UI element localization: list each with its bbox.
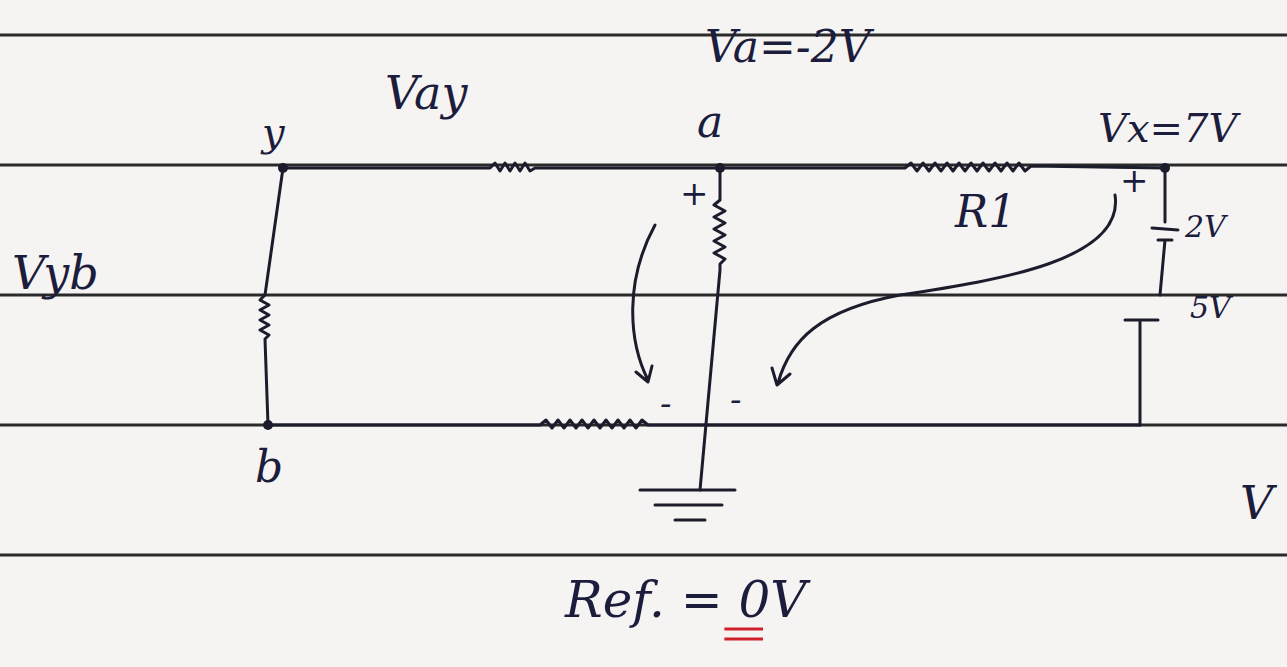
junction-dot [1160,163,1170,173]
circuit-label: Ref. = 0V [565,575,806,625]
circuit-label: Va=-2V [705,25,870,69]
circuit-label: y [262,112,285,152]
circuit-label: - [660,386,672,420]
circuit-label: 5V [1190,293,1231,323]
red-underline [724,629,763,639]
circuit-label: R1 [955,190,1016,234]
circuit-label: Vay [385,70,467,116]
circuit-label: Vyb [12,250,99,296]
circuit-label: + [1120,163,1149,197]
junction-dot [263,420,273,430]
circuit-label: a [697,100,723,144]
junction-dot [278,163,288,173]
circuit-label: - [730,382,742,416]
circuit-label: V [1240,480,1273,526]
ruled-lines [0,35,1287,555]
circuit-label: 2V [1185,212,1226,242]
circuit-label: b [255,445,283,489]
junction-dot [715,163,725,173]
wires [260,163,1178,520]
circuit-label: Vx=7V [1098,108,1237,148]
circuit-label: + [680,176,709,210]
